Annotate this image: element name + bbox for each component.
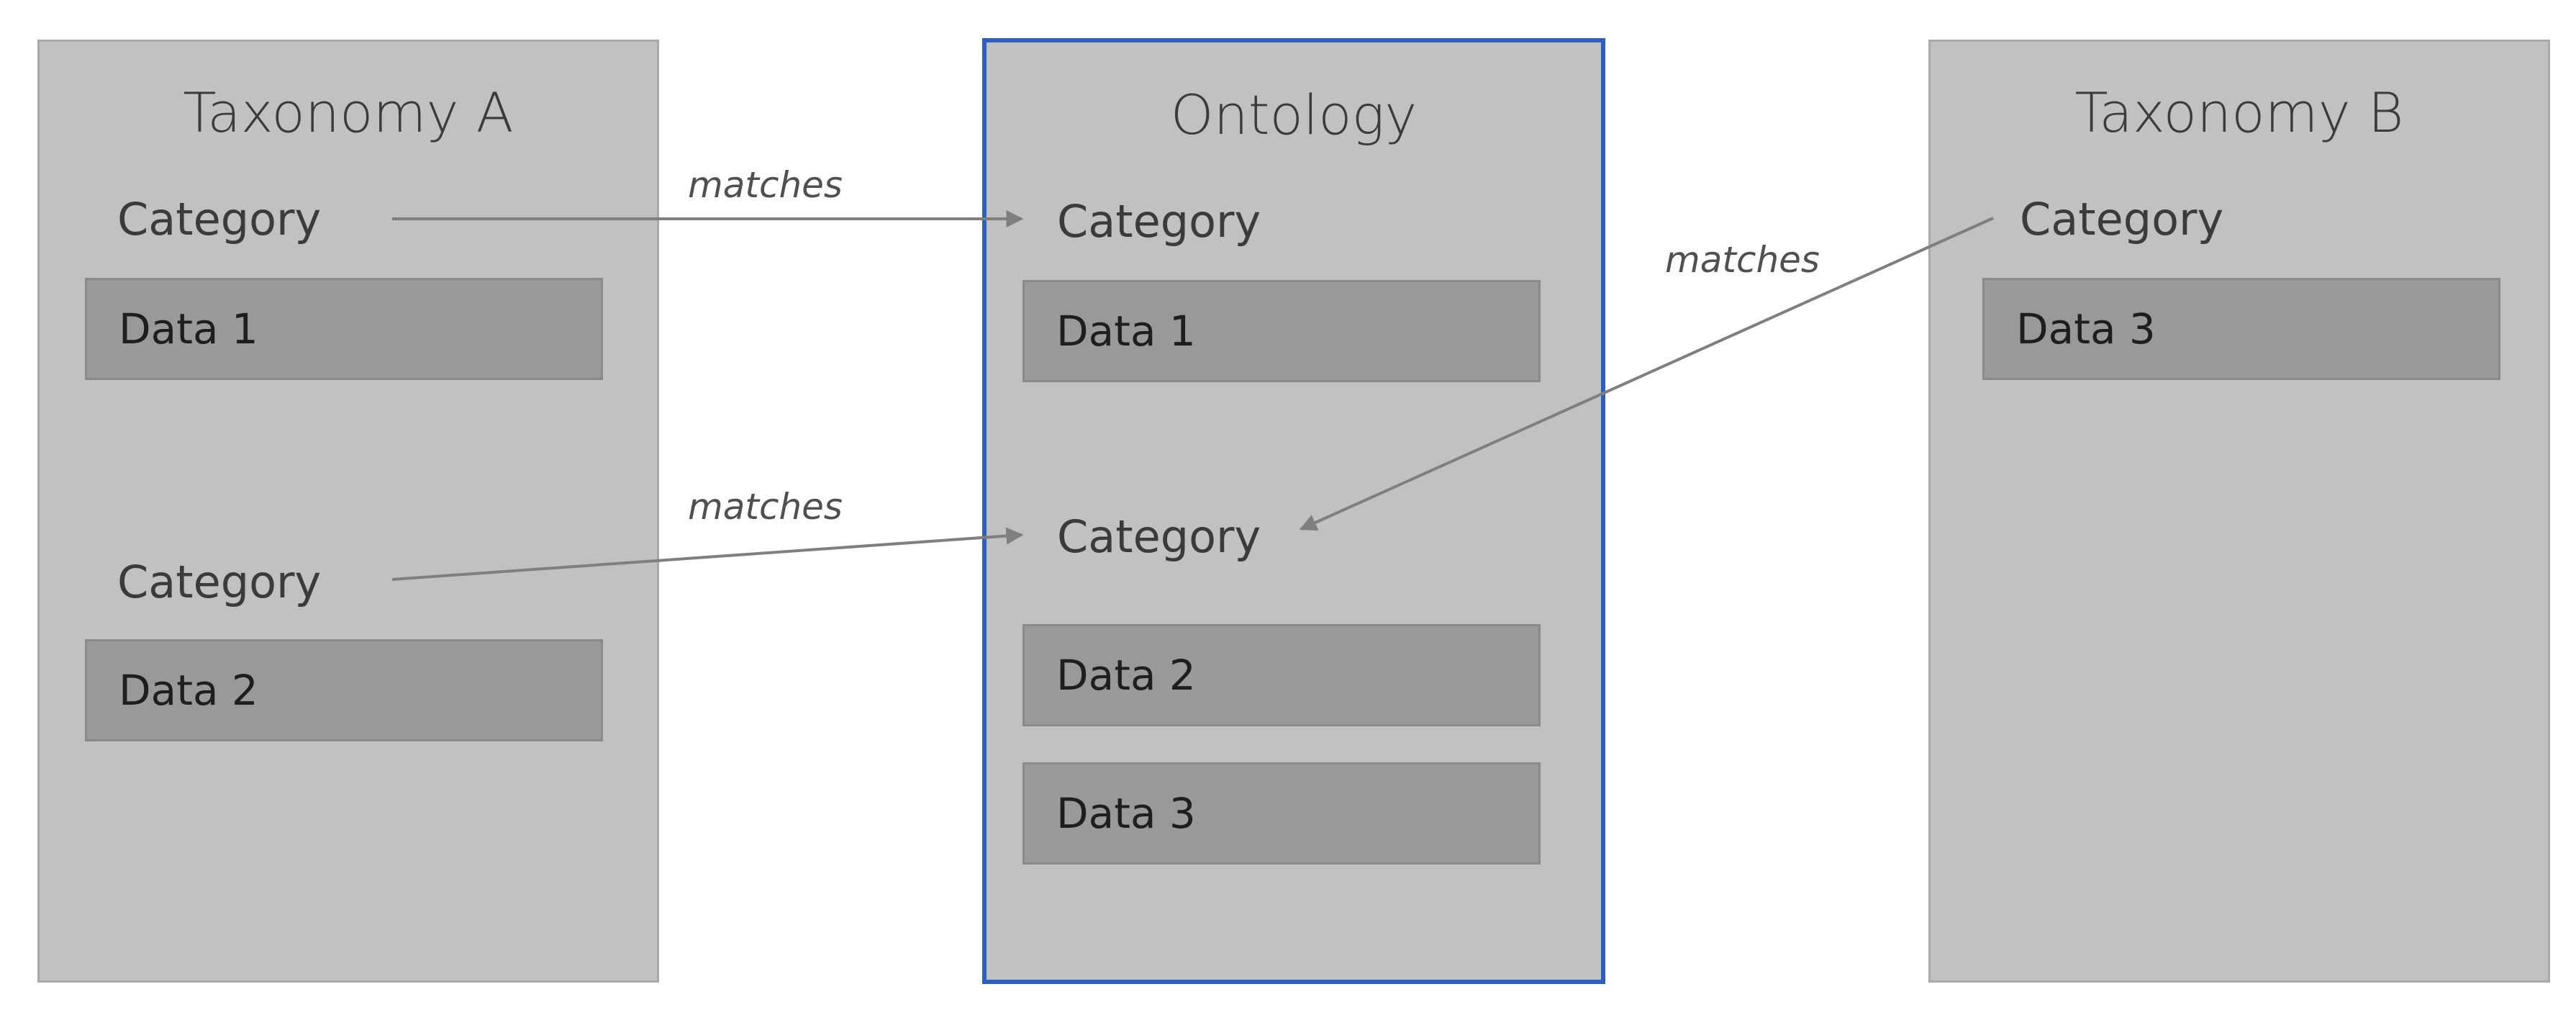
taxonomy-b-category-1: Category	[2020, 193, 2224, 245]
taxonomy-b-data-3: Data 3	[1982, 278, 2500, 380]
arrow-a-cat2-to-ontology-cat2	[391, 527, 1024, 581]
ontology-data-3: Data 3	[1022, 762, 1541, 865]
ontology-data-2: Data 2	[1022, 624, 1541, 726]
matches-label-3: matches	[1665, 239, 1820, 281]
ontology-panel: Ontology Category Data 1 Category Data 2…	[982, 38, 1605, 984]
ontology-data-1: Data 1	[1022, 280, 1541, 382]
taxonomy-a-data-1: Data 1	[85, 278, 603, 380]
taxonomy-a-panel: Taxonomy A Category Data 1 Category Data…	[37, 40, 659, 983]
ontology-category-1: Category	[1057, 195, 1261, 248]
taxonomy-b-title: Taxonomy B	[2074, 81, 2404, 145]
matches-label-2: matches	[688, 486, 843, 528]
taxonomy-a-title: Taxonomy A	[183, 81, 514, 145]
arrow-b-cat1-to-ontology-cat2	[1299, 217, 1994, 531]
ontology-title: Ontology	[1170, 83, 1418, 147]
taxonomy-a-data-2: Data 2	[85, 639, 603, 741]
taxonomy-a-category-2: Category	[117, 556, 322, 608]
matches-label-1: matches	[688, 164, 843, 206]
taxonomy-a-category-1: Category	[117, 193, 322, 245]
ontology-category-2: Category	[1057, 510, 1261, 563]
taxonomy-b-panel: Taxonomy B Category Data 3	[1928, 40, 2550, 983]
